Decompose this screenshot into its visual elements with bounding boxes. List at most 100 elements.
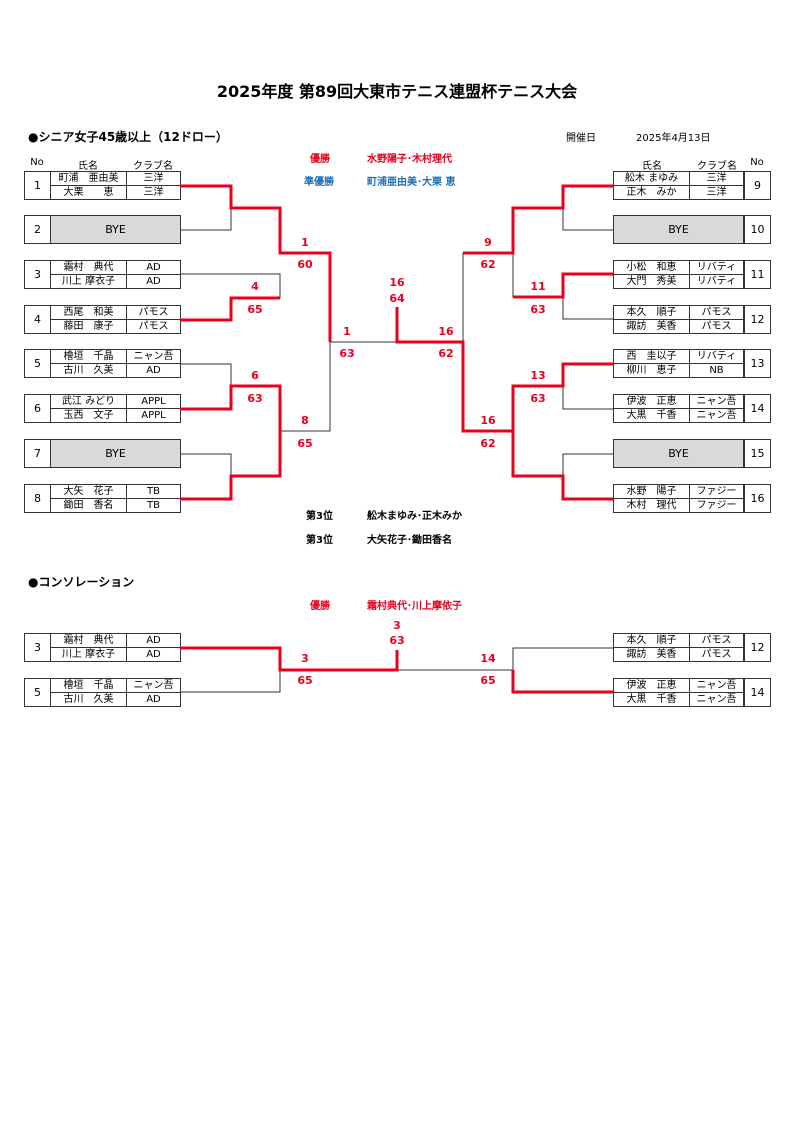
club-name: パモス [701, 649, 732, 660]
club-name: ニャン吾 [696, 680, 737, 691]
consolation-winner-names: 霜村典代･川上摩依子 [367, 601, 462, 612]
win-path-4 [180, 296, 280, 322]
header-name-right: 氏名 [642, 161, 662, 172]
club-name: リバティ [696, 276, 737, 287]
cons-score-final-s: 63 [389, 634, 405, 647]
score-r1-4: 4 [251, 280, 259, 293]
entry-divider [614, 185, 743, 186]
player-name: 諏訪 美香 [626, 649, 677, 660]
club-name: 三洋 [143, 173, 164, 184]
player-name: 西 圭以子 [626, 351, 677, 362]
club-name: 三洋 [706, 187, 727, 198]
score-r2-16: 16 [480, 414, 496, 427]
player-name: 檜垣 千晶 [63, 351, 114, 362]
entry-divider [51, 319, 180, 320]
line-l-1-2 [180, 208, 232, 231]
win-path-13 [511, 362, 613, 431]
bye-slot: BYE [613, 439, 744, 468]
score-r2-16s: 62 [480, 437, 496, 450]
entry-number: 8 [24, 484, 51, 513]
entry-number: 14 [744, 394, 771, 423]
line-l-5 [180, 363, 232, 386]
line-l-r2b [280, 342, 331, 432]
entry-divider [614, 498, 743, 499]
entry-divider [51, 185, 180, 186]
entry-divider [614, 274, 743, 275]
cons-line-5 [180, 670, 281, 693]
entry-number: 16 [744, 484, 771, 513]
player-name: 小松 和恵 [626, 262, 677, 273]
entry-col-divider [689, 172, 690, 199]
player-name: 大門 秀美 [626, 276, 677, 287]
entry-number: 14 [744, 678, 771, 707]
club-name: ニャン吾 [696, 396, 737, 407]
bye-slot: BYE [50, 215, 181, 244]
club-name: AD [146, 635, 161, 646]
header-club-right: クラブ名 [697, 161, 737, 172]
club-name: リバティ [696, 262, 737, 273]
player-name: 本久 順子 [626, 635, 677, 646]
player-name: 大矢 花子 [63, 486, 114, 497]
third-names-1: 舩木まゆみ･正木みか [367, 511, 462, 522]
entry-col-divider [126, 485, 127, 512]
entry-box: 町浦 亜由美三洋大栗 恵三洋 [50, 171, 181, 200]
consolation-winner-label: 優勝 [310, 601, 330, 612]
entry-divider [51, 274, 180, 275]
score-sf-right-s: 62 [438, 347, 454, 360]
entry-col-divider [126, 634, 127, 661]
entry-divider [51, 498, 180, 499]
third-label-1: 第3位 [306, 511, 333, 522]
club-name: AD [146, 262, 161, 273]
player-name: 川上 摩衣子 [61, 276, 116, 287]
entry-box: 西尾 和美パモス藤田 康子パモス [50, 305, 181, 334]
club-name: APPL [141, 396, 166, 407]
entry-col-divider [126, 395, 127, 422]
club-name: ニャン吾 [696, 410, 737, 421]
entry-box: 舩木 まゆみ三洋正木 みか三洋 [613, 171, 744, 200]
player-name: 古川 久美 [63, 694, 114, 705]
player-name: 柳川 恵子 [626, 365, 677, 376]
entry-col-divider [126, 679, 127, 706]
entry-number: 6 [24, 394, 51, 423]
player-name: 霜村 典代 [63, 635, 114, 646]
header-no-right: No [750, 157, 764, 168]
cons-score-ls: 65 [297, 674, 313, 687]
entry-divider [51, 363, 180, 364]
header-club-left: クラブ名 [133, 161, 173, 172]
entry-col-divider [689, 679, 690, 706]
win-path-6 [180, 384, 282, 431]
club-name: パモス [138, 321, 169, 332]
main-section-title: ●シニア女子45歳以上（12ドロー） [28, 130, 228, 144]
entry-number: 11 [744, 260, 771, 289]
win-path-16 [395, 307, 613, 501]
entry-number: 5 [24, 349, 51, 378]
entry-col-divider [689, 306, 690, 333]
club-name: NB [709, 365, 724, 376]
entry-number: 3 [24, 260, 51, 289]
bye-slot: BYE [50, 439, 181, 468]
entry-number: 13 [744, 349, 771, 378]
player-name: 諏訪 美香 [626, 321, 677, 332]
club-name: ニャン吾 [696, 694, 737, 705]
win-path-11 [513, 272, 613, 299]
score-r1-11: 11 [530, 280, 546, 293]
player-name: 舩木 まゆみ [624, 173, 679, 184]
score-final-s: 64 [389, 292, 405, 305]
cons-line-12 [397, 647, 613, 671]
player-name: 玉西 文子 [63, 410, 114, 421]
player-name: 大黒 千香 [626, 410, 677, 421]
cons-score-rs: 65 [480, 674, 496, 687]
entry-number: 15 [744, 439, 771, 468]
cons-score-final: 3 [393, 619, 401, 632]
entry-box: 本久 順子パモス諏訪 美香パモス [613, 633, 744, 662]
score-r2-1s: 60 [297, 258, 313, 271]
entry-number: 9 [744, 171, 771, 200]
entry-box: 本久 順子パモス諏訪 美香パモス [613, 305, 744, 334]
club-name: 三洋 [706, 173, 727, 184]
player-name: 西尾 和美 [63, 307, 114, 318]
entry-box: 伊波 正恵ニャン吾大黒 千香ニャン吾 [613, 394, 744, 423]
